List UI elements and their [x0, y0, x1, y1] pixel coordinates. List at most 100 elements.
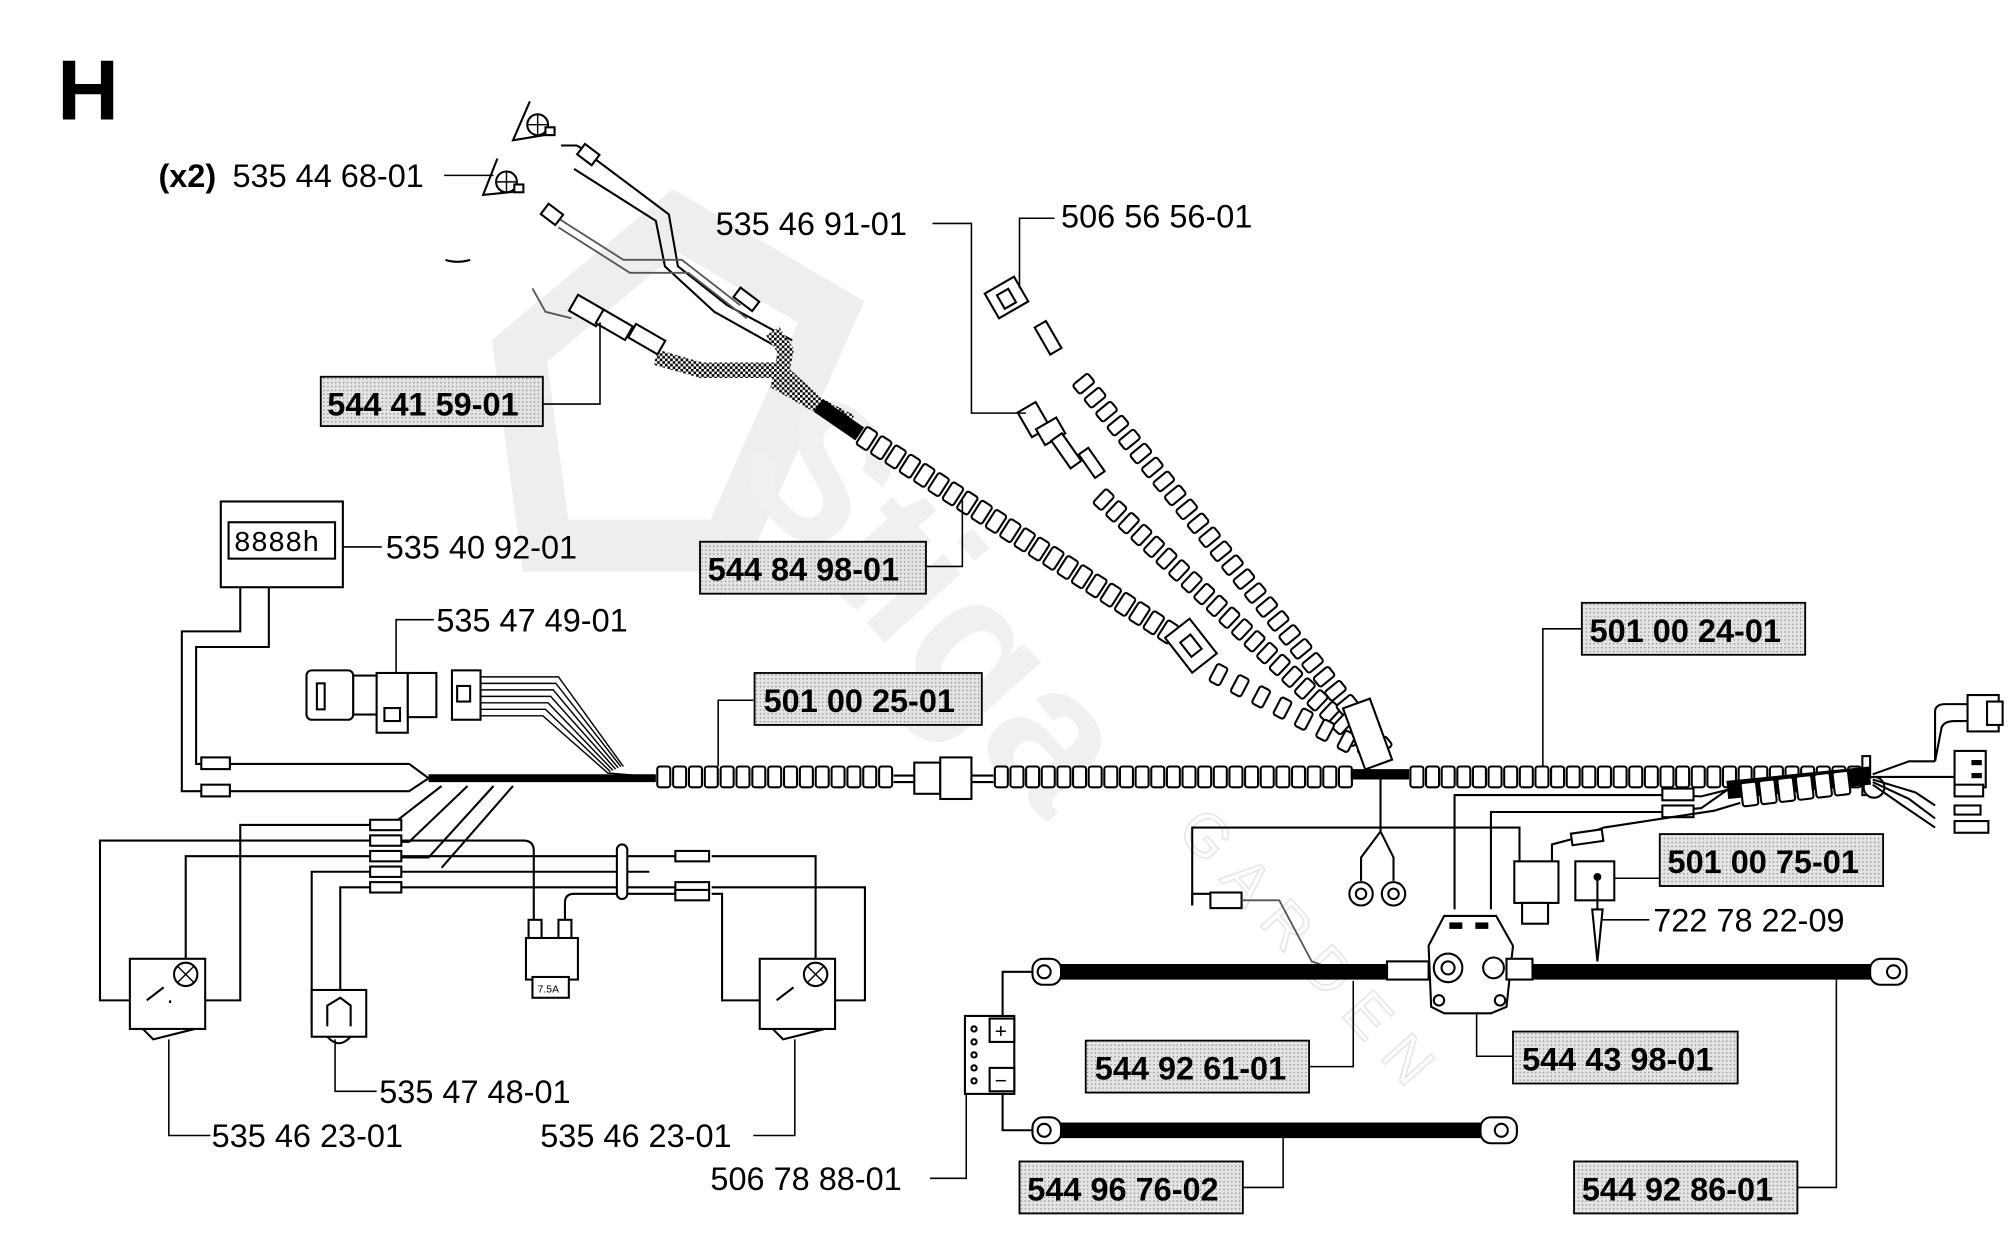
label-number: 535 40 92-01 — [386, 530, 577, 566]
part-label-ground-cable[interactable]: 544 96 76-02 — [1018, 1160, 1244, 1215]
label-number: 544 92 86-01 — [1582, 1171, 1773, 1207]
part-label-buzzer[interactable]: 535 47 48-01 — [379, 1074, 570, 1110]
label-number: 544 41 59-01 — [327, 387, 518, 423]
seat-switch-connector — [1016, 400, 1107, 480]
conduit-segment — [1565, 765, 1581, 789]
label-number: 535 46 23-01 — [212, 1118, 403, 1154]
conduit-segment — [862, 765, 878, 789]
conduit-segment — [1197, 765, 1213, 789]
part-label-solenoid[interactable]: 544 43 98-01 — [1512, 1030, 1739, 1085]
conduit-segment — [1289, 638, 1313, 660]
label-number: 501 00 24-01 — [1590, 613, 1781, 649]
part-label-battery-cable-1[interactable]: 544 92 61-01 — [1084, 1039, 1311, 1094]
conduit-segment — [1198, 526, 1221, 548]
conduit-segment — [913, 463, 936, 488]
conduit-segment — [1141, 456, 1164, 479]
conduit-segment — [1095, 400, 1118, 423]
conduit-segment — [1229, 674, 1250, 698]
conduit-segment — [1128, 601, 1151, 626]
conduit-segment — [970, 499, 993, 525]
label-number: 501 00 75-01 — [1668, 844, 1859, 880]
label-prefix: (x2) — [158, 158, 216, 194]
part-label-harness-main[interactable]: 501 00 25-01 — [753, 672, 983, 726]
part-label-harness-rear[interactable]: 501 00 24-01 — [1580, 601, 1807, 656]
section-letter: H — [57, 43, 119, 139]
label-number: 506 78 88-01 — [710, 1161, 901, 1197]
conduit-segment — [1212, 765, 1228, 789]
conduit-segment — [1085, 573, 1108, 599]
conduit-segment — [1027, 536, 1051, 562]
conduit-segment — [1231, 618, 1253, 641]
part-label-harness-front[interactable]: 544 41 59-01 — [319, 375, 544, 428]
label-number: 506 56 56-01 — [1061, 198, 1252, 234]
conduit-segment — [1056, 765, 1072, 789]
conduit-segment — [798, 765, 814, 789]
main-harness — [197, 694, 2004, 910]
part-label-ignition-switch[interactable]: 535 47 49-01 — [436, 602, 627, 638]
part-label-relay[interactable]: 501 00 75-01 — [1658, 833, 1885, 887]
conduit-segment — [1118, 428, 1141, 451]
conduit-segment — [1831, 769, 1852, 797]
conduit-segment — [1208, 663, 1229, 687]
conduit-segment — [1218, 606, 1241, 629]
conduit-segment — [1099, 582, 1122, 608]
conduit-segment — [1301, 652, 1324, 674]
conduit-segment — [1013, 527, 1036, 553]
label-number: 535 44 68-01 — [232, 158, 423, 194]
conduit-segment — [1205, 594, 1228, 617]
conduit-segment — [1009, 765, 1025, 789]
conduit-segment — [1244, 765, 1260, 789]
conduit-segment — [1142, 610, 1165, 636]
conduit-segment — [1130, 523, 1153, 547]
label-number: 501 00 25-01 — [764, 683, 955, 719]
part-label-battery[interactable]: 506 78 88-01 — [710, 1161, 901, 1197]
conduit-segment — [1117, 512, 1140, 535]
conduit-segment — [1040, 765, 1056, 789]
hour-meter: 8888h — [180, 500, 344, 793]
conduit-segment — [1739, 780, 1760, 808]
part-label-light-switch-left[interactable]: 535 46 23-01 — [212, 1118, 403, 1154]
conduit-segment — [1083, 387, 1107, 409]
part-label-light-switch-right[interactable]: 535 46 23-01 — [540, 1118, 731, 1154]
conduit-segment — [1612, 765, 1628, 789]
conduit-segment — [672, 765, 688, 789]
label-number: 535 46 91-01 — [716, 206, 907, 242]
ignition-switch — [305, 669, 656, 778]
conduit-segment — [941, 481, 965, 507]
part-label-fuse-pin[interactable]: 722 78 22-09 — [1653, 902, 1844, 938]
front-connector — [531, 287, 667, 356]
part-label-lamp-bulb[interactable]: (x2) 535 44 68-01 — [158, 158, 423, 194]
label-number: 544 92 61-01 — [1095, 1051, 1286, 1087]
conduit-segment — [1315, 718, 1335, 742]
conduit-segment — [1324, 680, 1347, 702]
conduit-segment — [898, 453, 922, 479]
conduit-segment — [984, 509, 1008, 534]
leader-lines — [168, 174, 1838, 1189]
part-label-battery-cable-2[interactable]: 544 92 86-01 — [1573, 1160, 1799, 1215]
conduit-segment — [1518, 765, 1534, 789]
conduit-segment — [1056, 555, 1079, 580]
conduit-segment — [1193, 583, 1216, 606]
conduit-segment — [1272, 696, 1293, 720]
part-label-pto-switch[interactable]: 506 56 56-01 — [1061, 198, 1252, 234]
conduit-segment — [1409, 765, 1425, 789]
conduit-segment — [1534, 765, 1550, 789]
conduit-segment — [1164, 484, 1187, 507]
part-label-harness-upper[interactable]: 544 84 98-01 — [699, 540, 927, 595]
conduit-segment — [1267, 610, 1290, 632]
conduit-segment — [1503, 765, 1519, 789]
pto-switch — [983, 275, 1063, 356]
part-label-hour-meter[interactable]: 535 40 92-01 — [386, 530, 577, 566]
conduit-segment — [1180, 571, 1203, 594]
conduit-segment — [1070, 564, 1094, 590]
label-number: 544 96 76-02 — [1027, 1171, 1218, 1207]
conduit-segment — [1659, 765, 1675, 789]
lamp-assembly — [445, 100, 601, 263]
conduit-segment — [1596, 765, 1612, 789]
part-label-seat-switch[interactable]: 535 46 91-01 — [716, 206, 907, 242]
conduit-segment — [1275, 765, 1291, 789]
label-number: 544 84 98-01 — [708, 552, 899, 588]
battery-positive: + — [995, 1020, 1007, 1043]
conduit-segment — [927, 472, 950, 497]
conduit-segment — [1209, 540, 1233, 562]
